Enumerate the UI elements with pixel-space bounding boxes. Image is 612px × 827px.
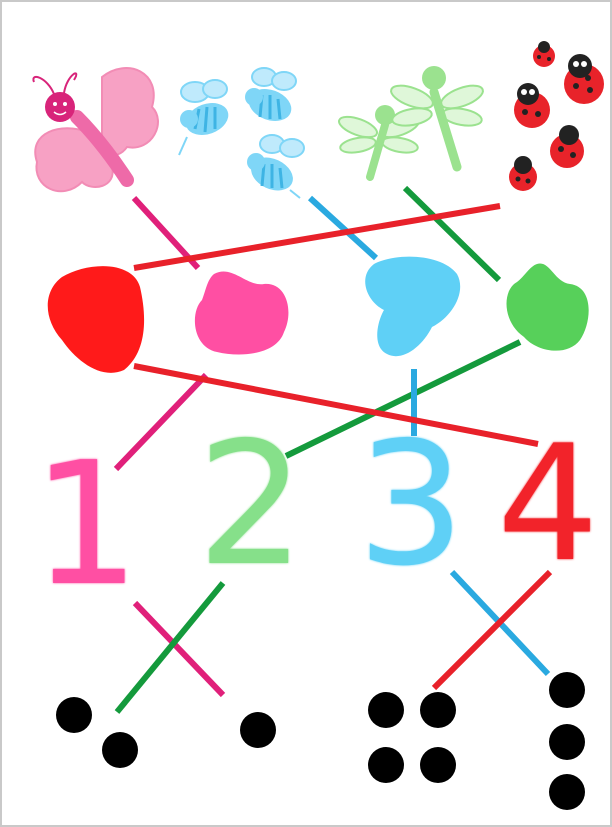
match-line-pink-one	[116, 375, 206, 469]
match-line-ladybugs-red	[134, 206, 500, 268]
match-line-two-dots	[117, 583, 223, 712]
match-line-dragonflies-green	[405, 188, 499, 280]
match-line-green-two	[286, 342, 520, 456]
match-line-four-dots	[434, 572, 550, 688]
match-line-one-dot	[135, 603, 223, 695]
